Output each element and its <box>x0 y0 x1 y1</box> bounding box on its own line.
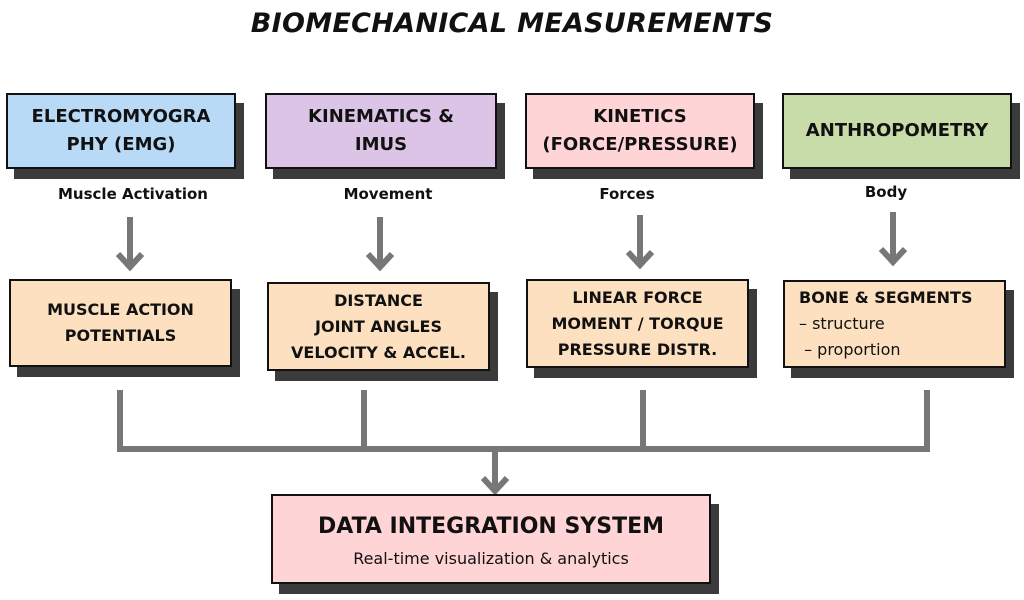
diagram-title: BIOMECHANICAL MEASUREMENTS <box>250 8 774 39</box>
category-box-kinematics: KINEMATICS & IMUS <box>265 93 497 169</box>
arrow-down-icon <box>625 215 655 270</box>
detail-line: MUSCLE ACTION <box>47 300 194 319</box>
sublabel-anthropometry: Body <box>864 183 908 201</box>
integration-box: DATA INTEGRATION SYSTEM Real-time visual… <box>271 494 711 584</box>
detail-box-anthropometry: BONE & SEGMENTS – structure – proportion <box>783 280 1006 368</box>
sublabel-kinematics: Movement <box>343 185 433 203</box>
category-label: ELECTROMYOGRA PHY (EMG) <box>31 106 211 155</box>
integration-title: DATA INTEGRATION SYSTEM <box>317 513 665 539</box>
arrow-down-icon <box>878 212 908 267</box>
detail-box-emg: MUSCLE ACTION POTENTIALS <box>9 279 232 367</box>
category-label: KINEMATICS & IMUS <box>308 106 454 155</box>
category-box-kinetics: KINETICS (FORCE/PRESSURE) <box>525 93 755 169</box>
sublabel-kinetics: Forces <box>599 185 655 203</box>
arrow-down-icon <box>480 449 510 496</box>
detail-line: – structure <box>799 314 885 333</box>
detail-line: VELOCITY & ACCEL. <box>291 342 466 362</box>
detail-line: DISTANCE <box>334 290 423 310</box>
detail-line: POTENTIALS <box>64 326 177 345</box>
detail-line: MOMENT / TORQUE <box>551 313 724 333</box>
detail-line: PRESSURE DISTR. <box>557 339 718 359</box>
detail-line: – proportion <box>799 340 901 359</box>
integration-subtitle: Real-time visualization & analytics <box>353 548 629 568</box>
arrow-down-icon <box>115 217 145 272</box>
category-label: KINETICS (FORCE/PRESSURE) <box>542 106 738 155</box>
detail-box-kinematics: DISTANCE JOINT ANGLES VELOCITY & ACCEL. <box>267 282 490 371</box>
category-label: ANTHROPOMETRY <box>805 120 989 141</box>
category-box-anthropometry: ANTHROPOMETRY <box>782 93 1012 169</box>
detail-line: LINEAR FORCE <box>572 287 703 307</box>
sublabel-emg: Muscle Activation <box>58 185 208 203</box>
category-box-emg: ELECTROMYOGRA PHY (EMG) <box>6 93 236 169</box>
detail-box-kinetics: LINEAR FORCE MOMENT / TORQUE PRESSURE DI… <box>526 279 749 368</box>
arrow-down-icon <box>365 217 395 272</box>
detail-line: JOINT ANGLES <box>315 316 442 336</box>
detail-title: BONE & SEGMENTS <box>799 288 973 307</box>
